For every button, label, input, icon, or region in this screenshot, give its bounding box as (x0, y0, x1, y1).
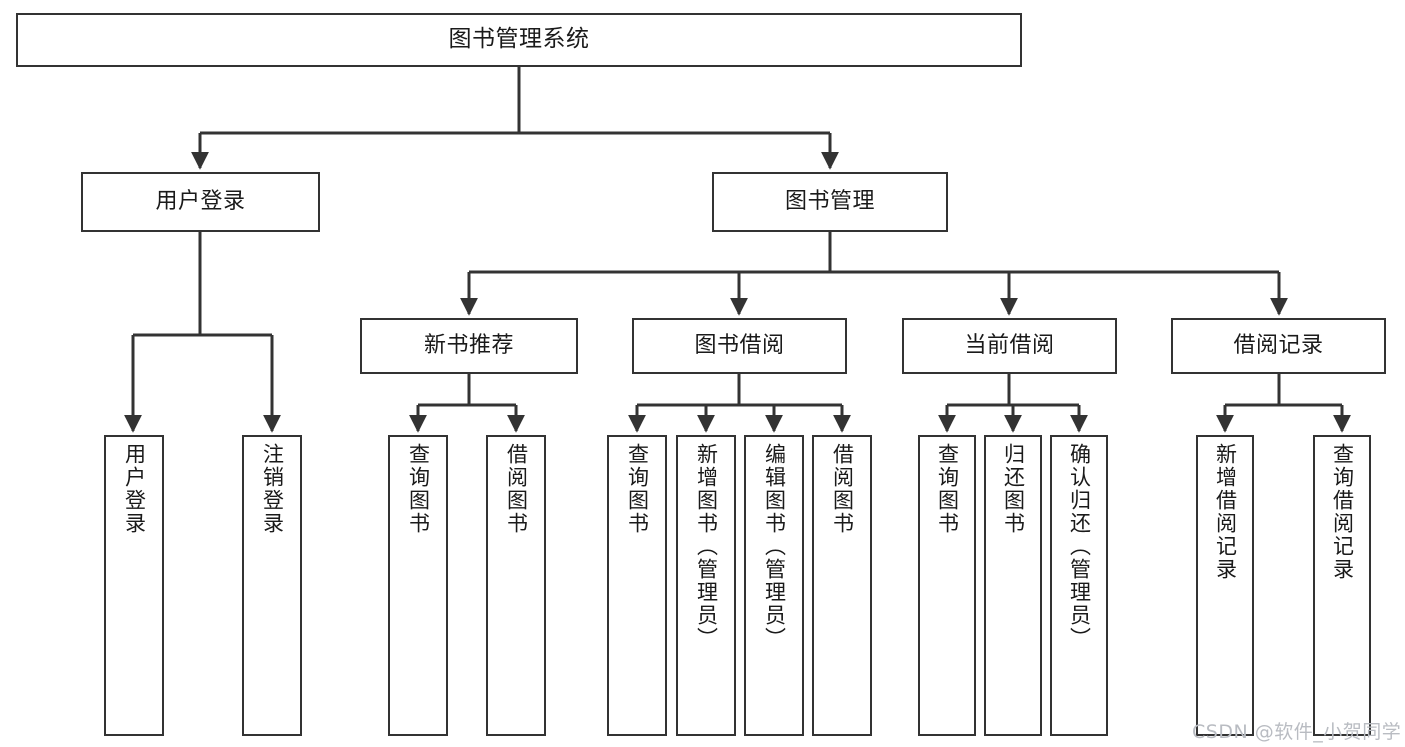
leaf-borrow-book-recommend[interactable]: 借阅图书 (486, 435, 546, 736)
node-new-book-recommend[interactable]: 新书推荐 (360, 318, 578, 374)
leaf-confirm-return[interactable]: 确认归还（管理员） (1050, 435, 1108, 736)
node-book-management-label: 图书管理 (784, 189, 875, 215)
leaf-add-book[interactable]: 新增图书（管理员） (676, 435, 736, 736)
leaf-borrow-book[interactable]: 借阅图书 (812, 435, 872, 736)
csdn-watermark: CSDN @软件_小贺同学 (1192, 721, 1402, 743)
leaf-add-book-label: 新增图书（管理员） (694, 443, 719, 650)
node-book-borrow[interactable]: 图书借阅 (632, 318, 847, 374)
leaf-logout-label: 注销登录 (260, 443, 285, 535)
node-book-management[interactable]: 图书管理 (712, 172, 948, 232)
leaf-add-borrow-record-label: 新增借阅记录 (1213, 443, 1238, 581)
node-current-borrow-label: 当前借阅 (964, 333, 1055, 359)
node-user-login-label: 用户登录 (155, 189, 246, 215)
node-borrow-record[interactable]: 借阅记录 (1171, 318, 1386, 374)
leaf-edit-book-label: 编辑图书（管理员） (762, 443, 787, 650)
node-user-login[interactable]: 用户登录 (81, 172, 320, 232)
leaf-user-login[interactable]: 用户登录 (104, 435, 164, 736)
leaf-query-book-current-label: 查询图书 (935, 443, 960, 535)
leaf-query-book-recommend[interactable]: 查询图书 (388, 435, 448, 736)
leaf-query-borrow-record-label: 查询借阅记录 (1330, 443, 1355, 581)
leaf-add-borrow-record[interactable]: 新增借阅记录 (1196, 435, 1254, 736)
leaf-query-book-borrow-label: 查询图书 (625, 443, 650, 535)
node-current-borrow[interactable]: 当前借阅 (902, 318, 1117, 374)
node-root-label: 图书管理系统 (448, 26, 590, 53)
leaf-user-login-label: 用户登录 (122, 443, 147, 535)
leaf-confirm-return-label: 确认归还（管理员） (1067, 443, 1092, 650)
leaf-query-book-borrow[interactable]: 查询图书 (607, 435, 667, 736)
leaf-logout[interactable]: 注销登录 (242, 435, 302, 736)
leaf-query-book-recommend-label: 查询图书 (406, 443, 431, 535)
leaf-return-book[interactable]: 归还图书 (984, 435, 1042, 736)
node-new-book-recommend-label: 新书推荐 (423, 333, 514, 359)
leaf-edit-book[interactable]: 编辑图书（管理员） (744, 435, 804, 736)
leaf-borrow-book-label: 借阅图书 (830, 443, 855, 535)
node-root[interactable]: 图书管理系统 (16, 13, 1022, 67)
leaf-query-book-current[interactable]: 查询图书 (918, 435, 976, 736)
node-book-borrow-label: 图书借阅 (694, 333, 785, 359)
node-borrow-record-label: 借阅记录 (1233, 333, 1324, 359)
leaf-return-book-label: 归还图书 (1001, 443, 1026, 535)
leaf-query-borrow-record[interactable]: 查询借阅记录 (1313, 435, 1371, 736)
leaf-borrow-book-recommend-label: 借阅图书 (504, 443, 529, 535)
